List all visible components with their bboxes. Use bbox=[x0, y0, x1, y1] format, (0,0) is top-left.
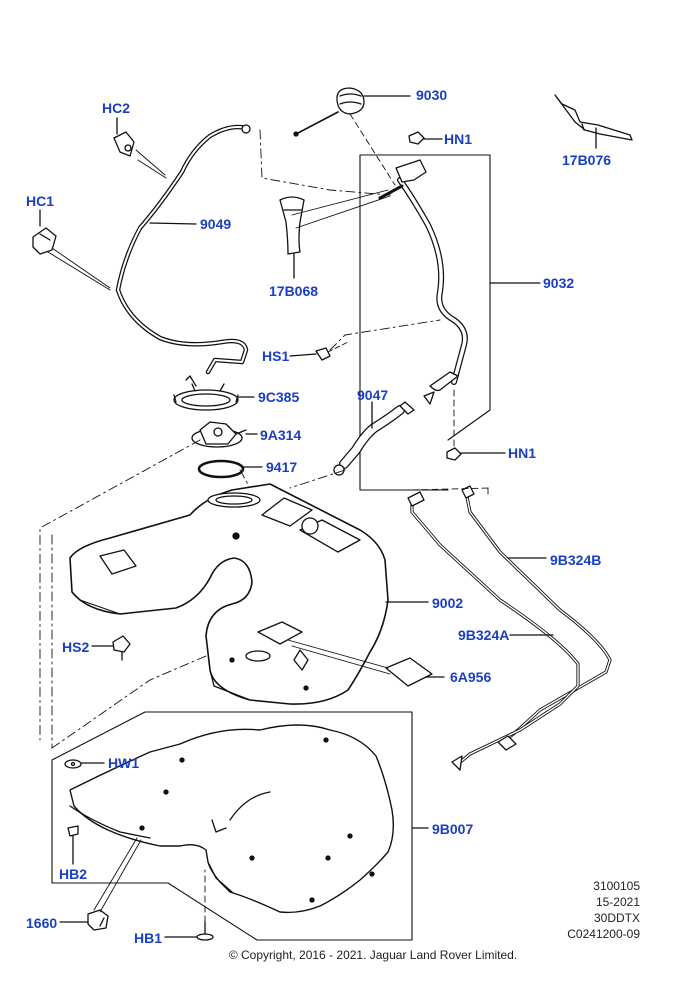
bracket-17b076-part bbox=[554, 94, 633, 141]
reference-code-2: 15-2021 bbox=[595, 895, 640, 909]
callout-hs1: HS1 bbox=[262, 348, 290, 364]
copyright-notice: © Copyright, 2016 - 2021. Jaguar Land Ro… bbox=[228, 948, 518, 962]
fuel-lines-9b324-part bbox=[407, 485, 612, 771]
clip-hc1-part bbox=[32, 227, 57, 255]
reference-code-3: 30DDTX bbox=[593, 911, 640, 925]
callout-hn1-top: HN1 bbox=[444, 131, 473, 147]
callout-hw1: HW1 bbox=[108, 755, 140, 771]
reference-code-1: 3100105 bbox=[593, 879, 640, 893]
callout-9002: 9002 bbox=[432, 595, 464, 611]
callout-9b324a: 9B324A bbox=[458, 627, 510, 643]
callout-9032: 9032 bbox=[543, 275, 575, 291]
reference-codes: 3100105 15-2021 30DDTX C0241200-09 bbox=[567, 878, 640, 942]
callout-9b007: 9B007 bbox=[432, 821, 474, 837]
callout-9030: 9030 bbox=[416, 87, 448, 103]
lock-ring-9c385-part bbox=[173, 375, 239, 411]
clip-1660-part bbox=[87, 909, 109, 931]
filler-cap-part bbox=[293, 87, 365, 137]
clip-hc2-part bbox=[113, 131, 135, 157]
washer-hw1-part bbox=[64, 759, 82, 769]
callout-9a314: 9A314 bbox=[260, 427, 302, 443]
filler-pipe-9032-part bbox=[378, 159, 468, 405]
callout-17b076: 17B076 bbox=[562, 152, 612, 168]
callout-6a956: 6A956 bbox=[450, 669, 492, 685]
nut-hn1-bottom-part bbox=[446, 447, 462, 461]
callout-hb1: HB1 bbox=[134, 930, 163, 946]
callout-17b068: 17B068 bbox=[269, 283, 319, 299]
screw-hs1-part bbox=[315, 341, 349, 361]
seal-9417-part bbox=[197, 459, 245, 479]
bolt-hb2-part bbox=[67, 825, 79, 851]
reference-code-4: C0241200-09 bbox=[567, 927, 640, 941]
stud-hs2-part bbox=[112, 635, 131, 661]
callout-9049: 9049 bbox=[200, 216, 232, 232]
callout-hc2: HC2 bbox=[102, 100, 131, 116]
pump-module-9a314-part bbox=[191, 421, 247, 448]
callout-hb2: HB2 bbox=[59, 866, 88, 882]
callout-9b324b: 9B324B bbox=[550, 552, 602, 568]
callout-9417: 9417 bbox=[266, 459, 298, 475]
callout-9c385: 9C385 bbox=[258, 389, 300, 405]
callout-hn1-bottom: HN1 bbox=[508, 445, 537, 461]
funnel-17b068-part bbox=[279, 196, 305, 255]
shield-9b007-part bbox=[69, 724, 395, 914]
fuel-tank-9002-part bbox=[69, 483, 389, 705]
hose-9047-part bbox=[333, 401, 415, 476]
pad-6a956-part bbox=[385, 657, 433, 687]
group-box-9b007 bbox=[51, 711, 413, 941]
vent-hose-9049-part bbox=[115, 124, 251, 375]
nut-hn1-top-part bbox=[408, 131, 425, 145]
callout-9047: 9047 bbox=[357, 387, 389, 403]
callout-hc1: HC1 bbox=[26, 193, 55, 209]
bolt-hb1-part bbox=[196, 921, 214, 941]
callout-1660: 1660 bbox=[26, 915, 58, 931]
callout-hs2: HS2 bbox=[62, 639, 90, 655]
